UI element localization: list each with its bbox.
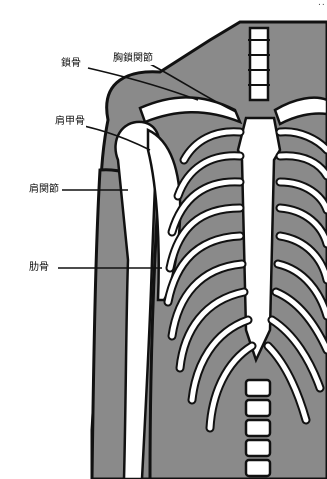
lumbar-spine (246, 380, 270, 476)
label-shoulder-joint: 肩関節 (28, 184, 60, 196)
label-scapula: 肩甲骨 (54, 116, 86, 128)
label-ribs: 肋骨 (28, 262, 50, 274)
label-sternoclavicular-joint: 胸鎖関節 (112, 53, 154, 65)
cervical-spine (250, 28, 268, 100)
label-clavicle: 鎖骨 (60, 58, 82, 70)
